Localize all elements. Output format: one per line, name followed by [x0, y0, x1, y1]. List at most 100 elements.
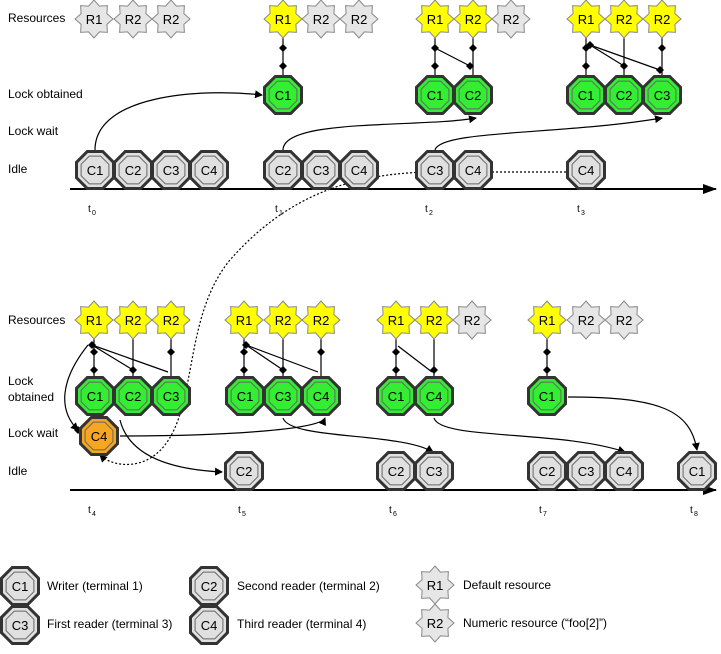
- resource-node-r2: R2: [113, 0, 153, 39]
- lock-diamond-icon: [543, 366, 551, 374]
- legend-third-reader: Third reader (terminal 4): [237, 617, 366, 631]
- client-node-c3: C3: [301, 150, 341, 190]
- time-tick-prefix: t: [238, 505, 241, 516]
- client-label-c2: C2: [539, 464, 556, 479]
- resource-star-icon: [339, 0, 379, 39]
- client-label-c1: C1: [388, 389, 405, 404]
- resource-label-r1: R1: [578, 12, 595, 27]
- client-node-c1: C1: [225, 376, 265, 416]
- client-label-c1: C1: [689, 464, 706, 479]
- client-node-c3: C3: [151, 150, 191, 190]
- client-node-c4: C4: [566, 150, 606, 190]
- lock-diamond-icon: [431, 62, 439, 70]
- client-octagon-icon: [415, 75, 455, 115]
- client-node-c3: C3: [0, 605, 40, 645]
- time-tick-index: 3: [581, 210, 585, 217]
- client-inner-ring: [458, 155, 488, 185]
- row-label-lock-wait-bottom: Lock wait: [8, 426, 59, 440]
- resource-label-r2: R2: [426, 313, 443, 328]
- client-node-c2: C2: [376, 451, 416, 491]
- transition-arrow: [119, 419, 223, 476]
- resource-label-r2: R2: [616, 12, 633, 27]
- client-label-c3: C3: [427, 163, 444, 178]
- resource-node-r1: R1: [74, 300, 114, 340]
- client-inner-ring: [609, 456, 639, 486]
- client-inner-ring: [571, 80, 601, 110]
- client-octagon-icon: [453, 75, 493, 115]
- lock-diamond-icon: [466, 62, 474, 70]
- resource-node-r2: R2: [151, 0, 191, 39]
- client-octagon-icon: [566, 150, 606, 190]
- client-inner-ring: [682, 456, 712, 486]
- lock-diamond-icon: [167, 348, 175, 356]
- client-node-c2: C2: [453, 75, 493, 115]
- resource-star-icon: [453, 0, 493, 39]
- resource-star-icon: [415, 0, 455, 39]
- client-octagon-icon: [604, 75, 644, 115]
- client-octagon-icon: [301, 150, 341, 190]
- resource-star-icon: [604, 300, 644, 340]
- lock-diamond-icon: [88, 341, 96, 349]
- transition-arrow: [64, 344, 89, 431]
- client-label-c2: C2: [275, 163, 292, 178]
- resource-label-r1: R1: [539, 313, 556, 328]
- time-tick-prefix: t: [389, 505, 392, 516]
- client-inner-ring: [230, 381, 260, 411]
- client-octagon-icon: [415, 150, 455, 190]
- client-label-c4: C4: [201, 163, 218, 178]
- resource-node-r2: R2: [566, 300, 606, 340]
- client-inner-ring: [5, 571, 35, 601]
- client-octagon-icon: [189, 605, 229, 645]
- resource-node-r1: R1: [376, 300, 416, 340]
- client-node-c4: C4: [453, 150, 493, 190]
- client-octagon-icon: [0, 566, 40, 606]
- client-inner-ring: [80, 381, 110, 411]
- resource-node-r1: R1: [415, 0, 455, 39]
- time-tick-prefix: t: [690, 505, 693, 516]
- client-label-c1: C1: [539, 389, 556, 404]
- client-label-c2: C2: [125, 163, 142, 178]
- resource-node-r2: R2: [301, 0, 341, 39]
- resource-star-icon: [376, 300, 416, 340]
- client-label-c3: C3: [275, 389, 292, 404]
- resource-node-r2: R2: [642, 0, 682, 39]
- client-octagon-icon: [151, 150, 191, 190]
- resource-node-r2: R2: [263, 300, 303, 340]
- client-octagon-icon: [224, 451, 264, 491]
- client-inner-ring: [647, 80, 677, 110]
- transition-arrow: [433, 417, 626, 454]
- resource-star-icon: [566, 0, 606, 39]
- resource-node-r1: R1: [527, 300, 567, 340]
- client-node-c1: C1: [75, 150, 115, 190]
- client-octagon-icon: [263, 376, 303, 416]
- lock-diamond-icon: [90, 348, 98, 356]
- resource-node-r1: R1: [415, 565, 455, 605]
- resource-star-icon: [263, 0, 303, 39]
- connector-line: [589, 44, 661, 71]
- transition-arrow: [567, 396, 700, 451]
- client-label-c4: C4: [313, 389, 330, 404]
- client-node-c3: C3: [566, 451, 606, 491]
- client-node-c4: C4: [189, 150, 229, 190]
- resource-label-r2: R2: [313, 313, 330, 328]
- connector-line: [91, 344, 134, 371]
- client-label-c4: C4: [426, 389, 443, 404]
- transition-arrow: [282, 115, 477, 151]
- client-label-c2: C2: [125, 389, 142, 404]
- client-node-c3: C3: [414, 451, 454, 491]
- client-node-c4: C4: [414, 376, 454, 416]
- lock-diamond-icon: [586, 41, 594, 49]
- client-octagon-icon: [566, 75, 606, 115]
- client-label-c3: C3: [163, 163, 180, 178]
- resource-label-r2: R2: [578, 313, 595, 328]
- client-node-c2: C2: [604, 75, 644, 115]
- client-inner-ring: [419, 456, 449, 486]
- time-tick-prefix: t: [88, 204, 91, 215]
- transition-arrow: [94, 90, 263, 151]
- transition-arrow: [434, 115, 663, 151]
- resource-label-r2: R2: [163, 12, 180, 27]
